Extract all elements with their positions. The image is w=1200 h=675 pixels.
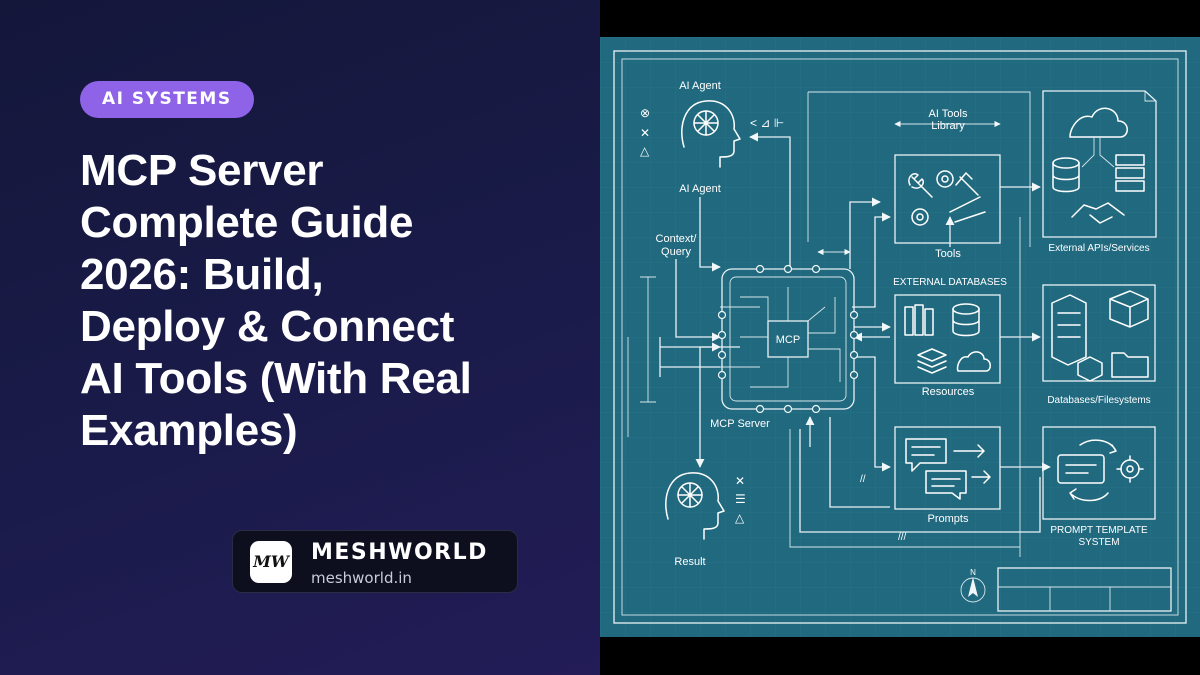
chat-icon — [905, 438, 991, 500]
folder-icon — [1111, 352, 1149, 378]
template-icon — [1057, 439, 1117, 502]
ai-agent-bottom-label: AI Agent — [679, 183, 721, 195]
meshworld-logo: MW — [250, 541, 292, 583]
title-block — [997, 567, 1172, 612]
compass-n-label: N — [970, 568, 976, 577]
brain-head-icon — [681, 100, 741, 168]
tools-label: Tools — [935, 248, 961, 260]
ai-tools-library-label-2: Library — [931, 120, 965, 132]
left-panel: AI SYSTEMS MCP Server Complete Guide 202… — [0, 0, 600, 675]
result-label: Result — [674, 556, 705, 568]
connection-arrows: // /// — [659, 132, 1051, 543]
mcp-server-label: MCP Server — [710, 418, 770, 430]
mcp-chip-label: MCP — [776, 334, 800, 346]
databases-filesystems-block: Databases/Filesystems — [1042, 284, 1156, 406]
external-databases-label: EXTERNAL DATABASES — [893, 277, 1007, 288]
tools-icon — [908, 170, 986, 226]
cloud-icon — [917, 348, 991, 374]
svg-text://: // — [860, 474, 866, 485]
dimension-lines — [627, 91, 1031, 557]
gear-icon — [1116, 455, 1144, 483]
mcp-server-block: MCP MCP Server — [710, 264, 859, 430]
prompt-template-label-1: PROMPT TEMPLATE — [1050, 525, 1148, 536]
result-agent: ✕ ☰ △ Result — [665, 472, 746, 568]
right-panel: AI Agent AI Agent ⊗ ✕ △ < ⊿ ⊩ Context/ Q… — [600, 0, 1200, 675]
title-line: MCP Server — [80, 146, 324, 195]
category-badge[interactable]: AI SYSTEMS — [80, 81, 254, 118]
title-line: Complete Guide — [80, 198, 414, 247]
context-query-label-1: Context/ — [656, 233, 698, 245]
brand-card[interactable]: MW MESHWORLD meshworld.in — [232, 530, 518, 593]
title-line: Deploy & Connect — [80, 302, 455, 351]
cube-icon — [1077, 290, 1149, 382]
ai-agent-top: AI Agent AI Agent ⊗ ✕ △ < ⊿ ⊩ — [640, 80, 784, 195]
tools-block: AI Tools Library Tools — [894, 108, 1001, 260]
svg-text:< ⊿ ⊩: < ⊿ ⊩ — [750, 116, 784, 130]
title-line: Examples) — [80, 406, 298, 455]
title-line: 2026: Build, — [80, 250, 324, 299]
svg-text:⊗: ⊗ — [640, 106, 650, 120]
prompt-template-block: PROMPT TEMPLATE SYSTEM — [1042, 426, 1156, 548]
brand-url[interactable]: meshworld.in — [311, 569, 412, 587]
svg-text:✕: ✕ — [640, 126, 650, 140]
database-icon — [904, 303, 980, 337]
mcp-architecture-diagram: AI Agent AI Agent ⊗ ✕ △ < ⊿ ⊩ Context/ Q… — [600, 37, 1200, 637]
prompts-block: Prompts — [894, 426, 1001, 525]
ai-tools-library-label-1: AI Tools — [929, 108, 968, 120]
database-icon — [1052, 157, 1080, 193]
handshake-icon — [1071, 202, 1125, 224]
title-line: AI Tools (With Real — [80, 354, 472, 403]
svg-text:✕: ✕ — [735, 474, 745, 488]
svg-text:△: △ — [640, 144, 650, 158]
prompts-label: Prompts — [928, 513, 969, 525]
resources-label: Resources — [922, 386, 975, 398]
prompt-template-label-2: SYSTEM — [1078, 537, 1119, 548]
svg-text:☰: ☰ — [735, 492, 746, 506]
external-apis-label: External APIs/Services — [1048, 243, 1149, 254]
context-query-label-2: Query — [661, 246, 691, 258]
databases-filesystems-label: Databases/Filesystems — [1047, 395, 1150, 406]
svg-text:△: △ — [735, 511, 745, 525]
brand-name: MESHWORLD — [311, 540, 488, 565]
server-icon — [1115, 154, 1145, 192]
compass-icon: N — [960, 568, 986, 603]
brain-head-icon — [665, 472, 725, 540]
page-title: MCP Server Complete Guide 2026: Build, D… — [80, 145, 580, 457]
ai-agent-top-label: AI Agent — [679, 80, 721, 92]
cloud-icon — [1069, 107, 1128, 138]
svg-text:///: /// — [898, 532, 907, 543]
resources-block: EXTERNAL DATABASES Resources — [893, 277, 1007, 398]
server-icon — [1051, 294, 1087, 366]
external-apis-block: External APIs/Services — [1042, 90, 1157, 254]
